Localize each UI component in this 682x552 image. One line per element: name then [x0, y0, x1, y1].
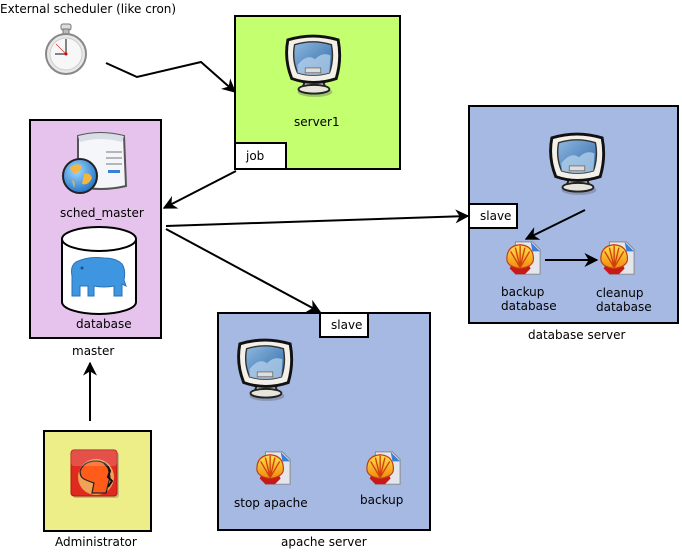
web-server-icon [62, 132, 128, 194]
db-slave-tag[interactable]: slave [468, 203, 518, 229]
server1-label: server1 [294, 115, 340, 129]
database-server-label: database server [528, 328, 626, 342]
shell-script-icon [254, 450, 292, 488]
job-tag[interactable]: job [234, 142, 287, 170]
scheduler-label: External scheduler (like cron) [0, 2, 177, 16]
edge-sched-master-to-apache-slave [165, 228, 322, 313]
task-label-line2: database [596, 300, 652, 314]
apache-slave-tag[interactable]: slave [319, 312, 369, 338]
administrator-label: Administrator [55, 535, 137, 549]
apache-server-label: apache server [281, 535, 367, 549]
monitor-icon [236, 338, 294, 402]
task-label: backup [360, 493, 404, 507]
task-label-line2: database [501, 299, 557, 313]
edge-sched-master-to-db-slave [165, 209, 470, 227]
edge-db-monitor-to-backup [524, 209, 586, 240]
edge-scheduler-to-server1 [105, 60, 237, 93]
task-label: stop apache [234, 496, 308, 510]
master-label: master [72, 344, 115, 358]
edge-job-to-sched-master [162, 170, 237, 209]
sched-master-label: sched_master [60, 206, 144, 220]
stopwatch-icon [45, 23, 87, 75]
database-cylinder [61, 226, 137, 315]
task-label: cleanup database [596, 286, 652, 314]
task-label: backup database [501, 285, 557, 313]
shell-script-icon [364, 450, 402, 488]
task-label-line1: cleanup [596, 286, 644, 300]
task-label-line1: backup [501, 285, 545, 299]
mozilla-dino-icon [70, 449, 119, 498]
database-label: database [76, 317, 132, 331]
postgres-elephant-icon [71, 257, 127, 297]
